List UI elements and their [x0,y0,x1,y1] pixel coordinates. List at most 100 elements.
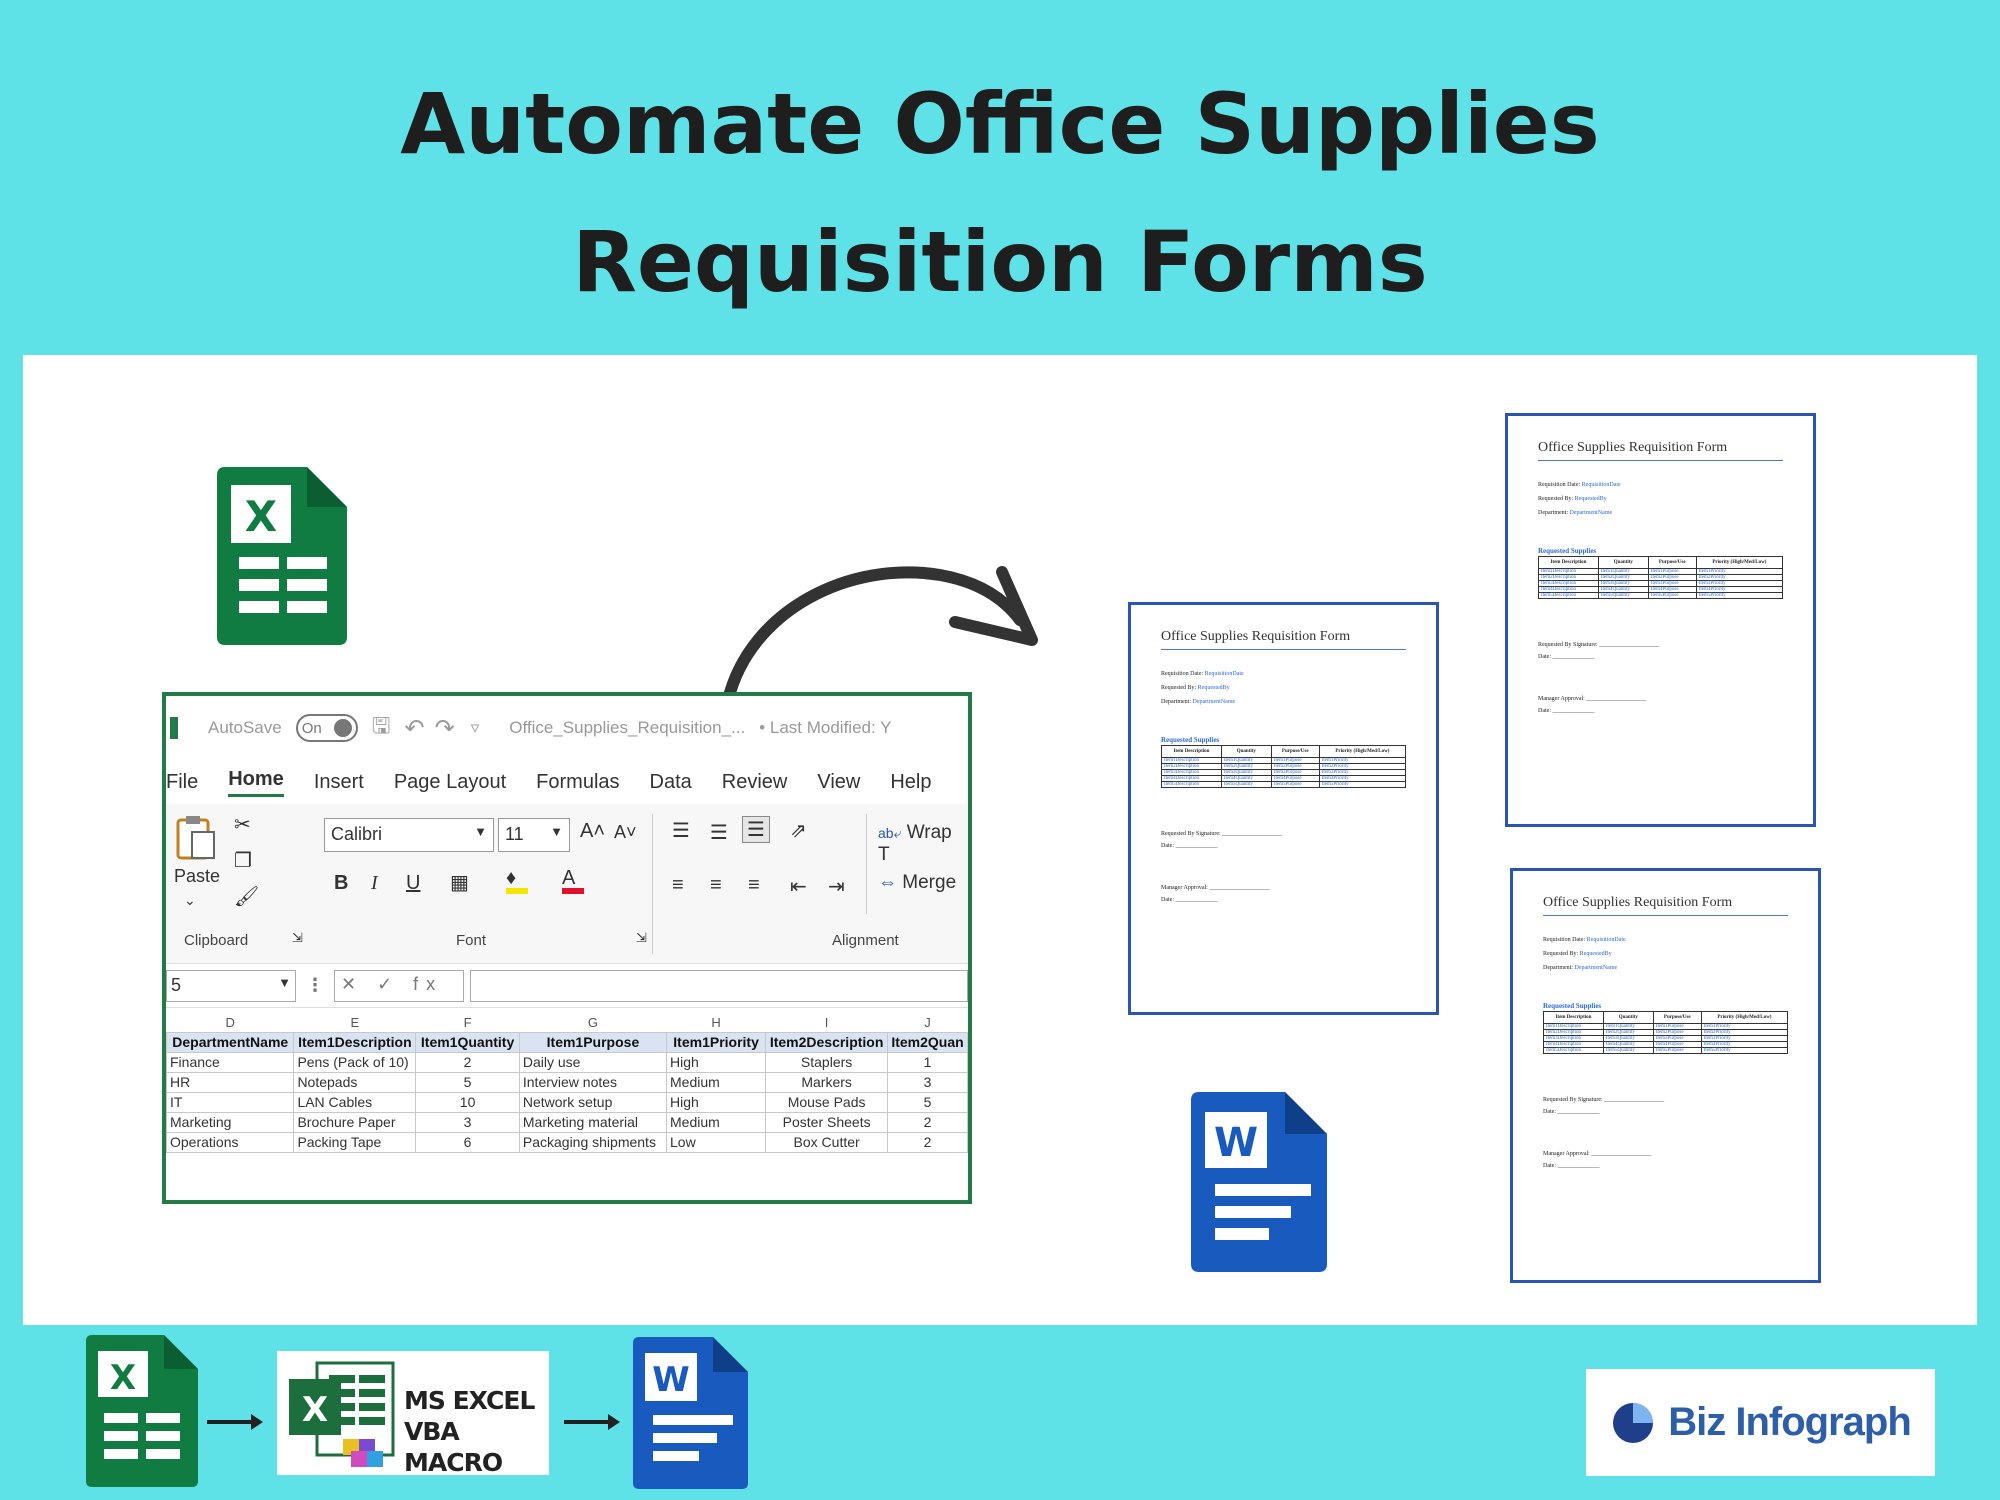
decrease-indent-icon[interactable]: ⇤ [790,876,807,898]
cell[interactable]: Pens (Pack of 10) [293,1051,417,1073]
font-size-value: 11 [505,824,524,844]
column-header[interactable]: G [587,1015,598,1031]
format-painter-icon[interactable]: 🖌 [234,886,260,908]
cell[interactable]: 1 [887,1051,968,1073]
tab-file[interactable]: File [166,770,199,793]
cell[interactable]: Interview notes [518,1071,668,1093]
font-color-button[interactable]: A [562,868,584,894]
cell[interactable]: Low [665,1131,767,1153]
cell[interactable]: High [665,1051,767,1073]
undo-icon[interactable]: ↶ [404,714,425,742]
tab-page-layout[interactable]: Page Layout [393,770,507,793]
paste-icon[interactable] [176,814,216,860]
bold-button[interactable]: B [334,872,349,894]
align-bottom-icon[interactable]: ☰ [742,816,770,843]
column-header[interactable]: H [711,1015,721,1031]
cell[interactable]: IT [166,1091,295,1113]
form-preview[interactable]: Office Supplies Requisition Form Requisi… [1128,602,1439,1015]
cell[interactable]: 6 [415,1131,520,1153]
tab-home[interactable]: Home [228,768,284,797]
increase-indent-icon[interactable]: ⇥ [828,876,845,898]
italic-button[interactable]: I [371,872,378,894]
cell[interactable]: 5 [887,1091,968,1113]
cell[interactable]: Staplers [765,1051,889,1073]
cell[interactable]: 2 [887,1131,968,1153]
header-cell[interactable]: Item2Description [765,1031,889,1053]
cell[interactable]: 2 [887,1111,968,1133]
tab-insert[interactable]: Insert [313,770,364,793]
merge-button[interactable]: ⇔ Merge [878,872,956,894]
tab-view[interactable]: View [817,770,861,793]
paste-button[interactable]: Paste [174,866,221,886]
cut-icon[interactable]: ✂ [234,814,251,836]
header-cell[interactable]: Item1Description [293,1031,417,1053]
cell[interactable]: Operations [166,1131,295,1153]
decrease-font-button[interactable]: A˅ [614,822,637,842]
column-header[interactable]: I [824,1015,829,1031]
formula-controls[interactable]: ✕ ✓ fx [334,969,464,1002]
save-icon[interactable]: 🖫 [371,713,391,738]
tab-data[interactable]: Data [649,770,692,793]
tab-formulas[interactable]: Formulas [536,770,620,793]
cell[interactable]: Marketing [166,1111,295,1133]
font-name-select[interactable]: Calibri▼ [324,818,494,852]
header-cell[interactable]: Item1Quantity [415,1031,520,1053]
tab-help[interactable]: Help [890,770,932,793]
cell[interactable]: Packing Tape [293,1131,417,1153]
wrap-text-button[interactable]: ab⤶ Wrap T [878,822,968,866]
cell[interactable]: Medium [665,1111,767,1133]
align-right-icon[interactable]: ≡ [748,874,760,896]
form-preview[interactable]: Office Supplies Requisition Form Requisi… [1505,413,1816,827]
cell[interactable]: Poster Sheets [765,1111,889,1133]
align-middle-icon[interactable]: ☰ [710,822,728,844]
cell[interactable]: Notepads [293,1071,417,1093]
header-cell[interactable]: Item2Quan [887,1031,968,1053]
column-header[interactable]: F [463,1015,472,1031]
cell[interactable]: Markers [765,1071,889,1093]
header-cell[interactable]: Item1Purpose [518,1031,668,1053]
cell[interactable]: Daily use [518,1051,668,1073]
redo-icon[interactable]: ↷ [434,714,455,742]
cell[interactable]: 2 [415,1051,520,1073]
header-cell[interactable]: Item1Priority [665,1031,767,1053]
header-cell[interactable]: DepartmentName [166,1031,295,1053]
column-header[interactable]: D [225,1015,235,1031]
tab-review[interactable]: Review [721,770,788,793]
cell[interactable]: Network setup [518,1091,668,1113]
autosave-toggle[interactable]: On [295,714,358,742]
cell[interactable]: 3 [415,1111,520,1133]
cell[interactable]: 3 [887,1071,968,1093]
cell[interactable]: 5 [415,1071,520,1093]
cell[interactable]: Marketing material [518,1111,668,1133]
align-left-icon[interactable]: ≡ [672,874,684,896]
column-header[interactable]: J [924,1015,931,1031]
align-top-icon[interactable]: ☰ [672,820,690,842]
clipboard-launcher-icon[interactable]: ⇲ [292,930,303,945]
fill-color-icon[interactable]: ♦ [506,868,528,894]
customize-icon[interactable]: ▿ [470,718,480,737]
font-launcher-icon[interactable]: ⇲ [636,930,647,945]
orientation-icon[interactable]: ⇗ [790,820,807,842]
cell[interactable]: 10 [415,1091,520,1113]
align-center-icon[interactable]: ≡ [710,874,722,896]
copy-icon[interactable]: ❐ [234,850,252,872]
cell[interactable]: Box Cutter [765,1131,889,1153]
formula-input[interactable] [470,969,968,1002]
name-box[interactable]: 5▼ [166,969,296,1002]
cell[interactable]: Packaging shipments [518,1131,668,1153]
cell[interactable]: Brochure Paper [293,1111,417,1133]
column-header[interactable]: E [350,1015,360,1031]
cell: Item5Priority [1695,592,1784,599]
font-size-select[interactable]: 11▼ [498,818,570,852]
cell[interactable]: HR [166,1071,295,1093]
underline-button[interactable]: U [406,872,421,894]
paste-dropdown-icon[interactable]: ⌄ [184,892,196,908]
borders-icon[interactable]: ▦ [450,872,469,894]
cell[interactable]: Medium [665,1071,767,1093]
increase-font-button[interactable]: A˄ [580,820,606,842]
form-preview[interactable]: Office Supplies Requisition Form Requisi… [1510,868,1821,1283]
cell[interactable]: LAN Cables [293,1091,417,1113]
cell[interactable]: High [665,1091,767,1113]
cell[interactable]: Finance [166,1051,295,1073]
cell[interactable]: Mouse Pads [765,1091,889,1113]
